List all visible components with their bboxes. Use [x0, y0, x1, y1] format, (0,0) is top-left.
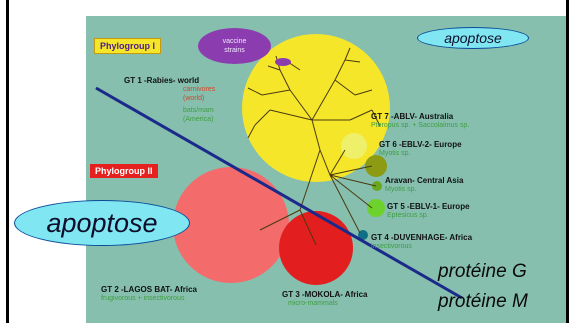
gt1-host1b: (world) — [183, 95, 205, 102]
vaccine-strains-bubble: vaccine strains — [198, 28, 271, 64]
mokola-circle — [279, 211, 353, 285]
gt7-host: Pteropus sp. + Saccolaimus sp. — [371, 122, 470, 129]
vaccine-pointer-dot — [275, 58, 291, 66]
gt1-title: GT 1 -Rabies- world — [124, 76, 200, 85]
protein-g-label: protéine G — [438, 261, 527, 282]
apoptose-big-bubble: apoptose — [14, 200, 190, 246]
protein-m-label: protéine M — [438, 291, 528, 312]
aravan-title: Aravan- Central Asia — [385, 176, 464, 185]
gt1-host1: carnivores — [183, 86, 216, 93]
gt6-circle — [365, 155, 387, 177]
gt4-title: GT 4 -DUVENHAGE- Africa — [371, 233, 473, 242]
lagos-bat-circle — [173, 167, 289, 283]
left-frame-border — [6, 0, 9, 323]
divider-line — [95, 86, 463, 300]
gt4-host: insectivorous — [371, 243, 412, 250]
gt3-title: GT 3 -MOKOLA- Africa — [282, 290, 368, 299]
gt6-title: GT 6 -EBLV-2- Europe — [379, 140, 462, 149]
aravan-circle — [372, 181, 382, 191]
gt4-circle — [358, 230, 368, 240]
phylogroup1-label: Phylogroup I — [94, 38, 161, 54]
gt7-title: GT 7 -ABLV- Australia — [371, 112, 454, 121]
apoptose-small-bubble: apoptose — [417, 27, 529, 49]
gt5-circle — [367, 199, 385, 217]
gt2-title: GT 2 -LAGOS BAT- Africa — [101, 285, 198, 294]
gt1-host2: bats/mam — [183, 107, 214, 114]
gt2-host: frugivorous + insectivorous — [101, 295, 185, 302]
gt1-host2b: (America) — [183, 116, 214, 123]
aravan-host: Myotis sp. — [385, 186, 417, 193]
gt5-host: Eptesicus sp. — [387, 212, 429, 219]
gt5-title: GT 5 -EBLV-1- Europe — [387, 202, 470, 211]
phylogroup2-label: Phylogroup II — [90, 164, 158, 178]
vaccine-line2: strains — [224, 47, 245, 54]
gt3-host: micro-mammals — [288, 300, 338, 307]
right-frame-border — [566, 0, 569, 323]
vaccine-line1: vaccine — [222, 38, 247, 45]
gt7-circle — [341, 133, 367, 159]
gt6-host: Myotis sp. — [379, 150, 411, 157]
